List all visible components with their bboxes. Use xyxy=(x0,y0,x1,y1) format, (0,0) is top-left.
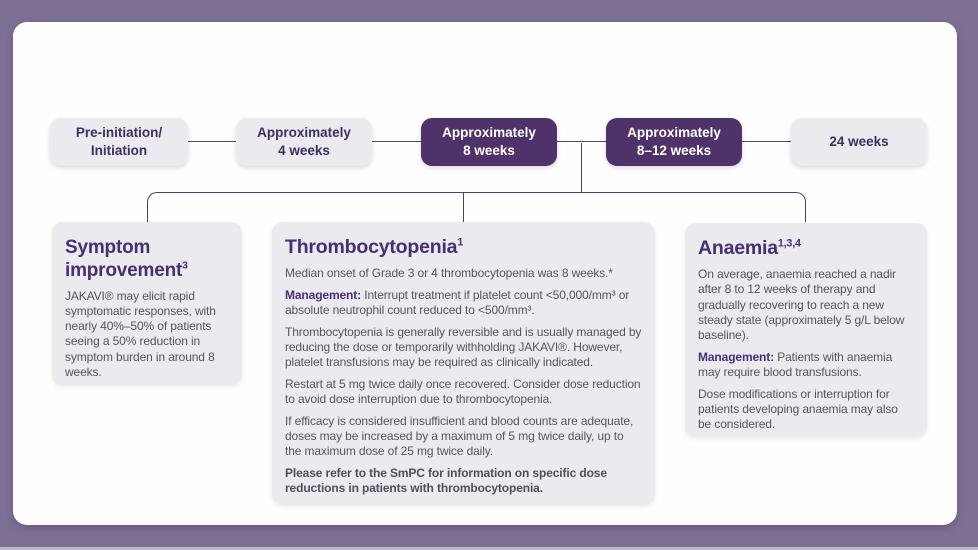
card-paragraph: Median onset of Grade 3 or 4 thrombocyto… xyxy=(285,266,613,281)
timeline-milestone-pre-initiation: Pre-initiation/ Initiation xyxy=(50,118,188,166)
card-title: Thrombocytopenia1 xyxy=(285,236,642,260)
milestone-label: 8 weeks xyxy=(463,143,515,158)
card-paragraph: On average, anaemia reached a nadir afte… xyxy=(698,267,905,343)
timeline-link xyxy=(557,141,606,142)
smpc-note: Please refer to the SmPC for information… xyxy=(285,466,607,496)
timeline-milestone-4-weeks: Approximately 4 weeks xyxy=(236,118,372,166)
connector-center-stub xyxy=(463,192,464,222)
management-label: Management: xyxy=(285,287,362,302)
content-panel: Pre-initiation/ Initiation Approximately… xyxy=(13,22,957,525)
card-title-reference: 1 xyxy=(457,236,464,249)
card-paragraph: Management: Interrupt treatment if plate… xyxy=(285,288,642,318)
milestone-label: Approximately xyxy=(627,125,721,141)
timeline-link xyxy=(188,141,236,142)
card-title: Symptom improvement3 xyxy=(65,236,229,282)
milestone-label: Approximately xyxy=(257,125,351,141)
milestone-label: Pre-initiation/ xyxy=(75,125,163,141)
card-paragraph: Restart at 5 mg twice daily once recover… xyxy=(285,377,641,407)
card-title-text: Thrombocytopenia xyxy=(285,236,458,258)
card-paragraph: Management: Patients with anaemia may re… xyxy=(698,350,914,380)
milestone-label: 24 weeks xyxy=(829,134,889,150)
timeline-milestone-8-12-weeks: Approximately 8–12 weeks xyxy=(606,118,742,166)
card-symptom-improvement: Symptom improvement3 JAKAVI® may elicit … xyxy=(52,222,242,385)
management-text: Patients with anaemia may require blood … xyxy=(698,349,893,379)
milestone-label: Initiation xyxy=(90,143,148,158)
card-paragraph: Dose modifications or interruption for p… xyxy=(698,386,898,432)
card-anaemia: Anaemia1,3,4 On average, anaemia reached… xyxy=(685,223,927,437)
milestone-label: Approximately xyxy=(442,125,536,141)
connector-drop-line xyxy=(581,143,582,192)
card-title-text: Anaemia xyxy=(698,237,778,259)
card-title-reference: 3 xyxy=(182,260,188,272)
card-paragraph: If efficacy is considered insufficient a… xyxy=(285,413,634,459)
bottom-edge-strip xyxy=(0,547,978,550)
timeline-milestone-24-weeks: 24 weeks xyxy=(791,118,927,166)
timeline-milestone-8-weeks: Approximately 8 weeks xyxy=(421,118,557,166)
connector-branch-line xyxy=(147,192,806,222)
card-paragraph: JAKAVI® may elicit rapid symptomatic res… xyxy=(65,288,216,379)
card-thrombocytopenia: Thrombocytopenia1 Median onset of Grade … xyxy=(272,222,655,505)
card-title-text: Symptom improvement xyxy=(65,237,183,282)
management-label: Management: xyxy=(698,349,775,364)
card-paragraph: Thrombocytopenia is generally reversible… xyxy=(285,324,642,370)
milestone-label: 8–12 weeks xyxy=(636,143,712,158)
card-title-reference: 1,3,4 xyxy=(777,237,801,250)
timeline-link xyxy=(742,141,791,142)
milestone-label: 4 weeks xyxy=(278,143,330,158)
timeline-link xyxy=(372,141,421,142)
management-text: Interrupt treatment if platelet count <5… xyxy=(285,287,630,318)
card-title: Anaemia1,3,4 xyxy=(698,237,914,261)
